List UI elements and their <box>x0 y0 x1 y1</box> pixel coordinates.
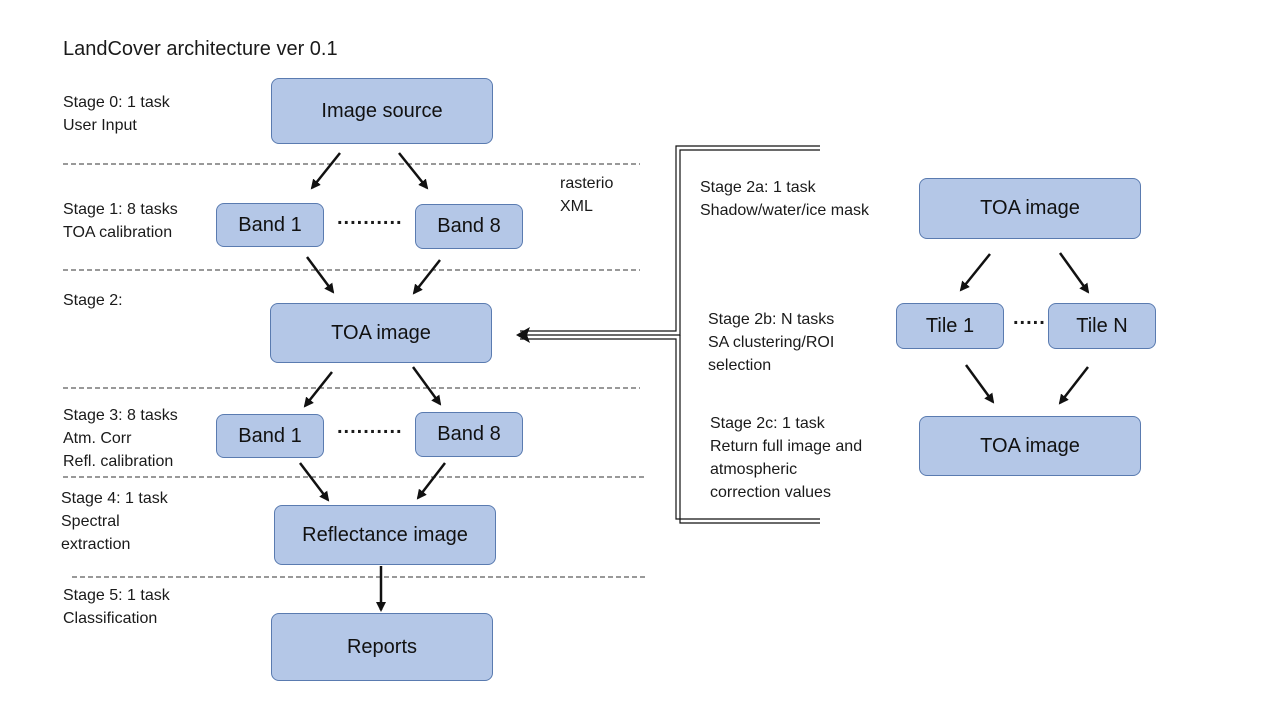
stage-2c-line-4: correction values <box>710 484 831 501</box>
stage-0-line-2: User Input <box>63 117 137 134</box>
tile-1-box: Tile 1 <box>896 303 1004 349</box>
stage-5-line-2: Classification <box>63 610 158 627</box>
stage-3-label: Stage 3: 8 tasks Atm. Corr Refl. calibra… <box>63 404 178 473</box>
stage-2b-label: Stage 2b: N tasks SA clustering/ROI sele… <box>708 308 834 377</box>
stage-2c-line-3: atmospheric <box>710 461 798 478</box>
arrow <box>305 256 335 294</box>
arrow <box>416 462 446 500</box>
band-ellipsis-stage1: .......... <box>337 207 403 229</box>
stage-2a-label: Stage 2a: 1 task Shadow/water/ice mask <box>700 176 869 222</box>
rasterio-note: rasterio XML <box>560 172 613 218</box>
stage-3-line-3: Refl. calibration <box>63 453 174 470</box>
stage-5-line-1: Stage 5: 1 task <box>63 587 170 604</box>
stage-2b-line-3: selection <box>708 357 772 374</box>
image-source-box: Image source <box>271 78 493 144</box>
stage-1-label: Stage 1: 8 tasks TOA calibration <box>63 198 178 244</box>
arrow <box>1058 252 1090 294</box>
reflectance-image-box: Reflectance image <box>274 505 496 565</box>
tile-n-box: Tile N <box>1048 303 1156 349</box>
toa-image-box-main: TOA image <box>270 303 492 363</box>
stage-2-line-1: Stage 2: <box>63 292 123 309</box>
stage-4-line-2: Spectral <box>61 513 120 530</box>
stage-1-line-1: Stage 1: 8 tasks <box>63 201 178 218</box>
arrow <box>310 152 341 190</box>
stage-2c-label: Stage 2c: 1 task Return full image and a… <box>710 412 862 504</box>
arrow <box>299 462 330 502</box>
stage-0-line-1: Stage 0: 1 task <box>63 94 170 111</box>
bracket-line <box>520 338 820 520</box>
bracket-line <box>520 149 820 336</box>
stage-2b-line-2: SA clustering/ROI <box>708 334 835 351</box>
stage-4-line-3: extraction <box>61 536 131 553</box>
toa-image-box-2c: TOA image <box>919 416 1141 476</box>
arrow <box>1058 366 1089 405</box>
arrow <box>411 366 442 406</box>
stage-4-label: Stage 4: 1 task Spectral extraction <box>61 487 168 556</box>
stage-2a-line-2: Shadow/water/ice mask <box>700 202 869 219</box>
diagram-title: LandCover architecture ver 0.1 <box>63 38 338 60</box>
toa-image-box-2a: TOA image <box>919 178 1141 239</box>
band-1-box-stage1: Band 1 <box>216 203 324 247</box>
band-8-box-stage1: Band 8 <box>415 204 523 249</box>
stage-2-label: Stage 2: <box>63 289 123 312</box>
bracket-line <box>679 335 820 524</box>
stage-2a-line-1: Stage 2a: 1 task <box>700 179 816 196</box>
stage-0-label: Stage 0: 1 task User Input <box>63 91 170 137</box>
stage-4-line-1: Stage 4: 1 task <box>61 490 168 507</box>
arrow <box>398 152 429 190</box>
arrow <box>303 371 333 408</box>
note-line-2: XML <box>560 198 593 215</box>
stage-2c-line-2: Return full image and <box>710 438 863 455</box>
stage-5-label: Stage 5: 1 task Classification <box>63 584 170 630</box>
band-ellipsis-stage3: .......... <box>337 416 403 438</box>
arrow <box>959 253 991 292</box>
band-1-box-stage3: Band 1 <box>216 414 324 458</box>
stage-2b-line-1: Stage 2b: N tasks <box>708 311 835 328</box>
tile-ellipsis: ..... <box>1013 307 1046 329</box>
bracket-arrowhead <box>516 327 530 343</box>
arrow <box>964 364 995 404</box>
band-8-box-stage3: Band 8 <box>415 412 523 457</box>
stage-3-line-2: Atm. Corr <box>63 430 132 447</box>
stage-1-line-2: TOA calibration <box>63 224 173 241</box>
bracket-line <box>520 145 820 332</box>
reports-box: Reports <box>271 613 493 681</box>
stage-3-line-1: Stage 3: 8 tasks <box>63 407 178 424</box>
stage-2c-line-1: Stage 2c: 1 task <box>710 415 825 432</box>
note-line-1: rasterio <box>560 175 614 192</box>
arrow <box>412 259 441 295</box>
